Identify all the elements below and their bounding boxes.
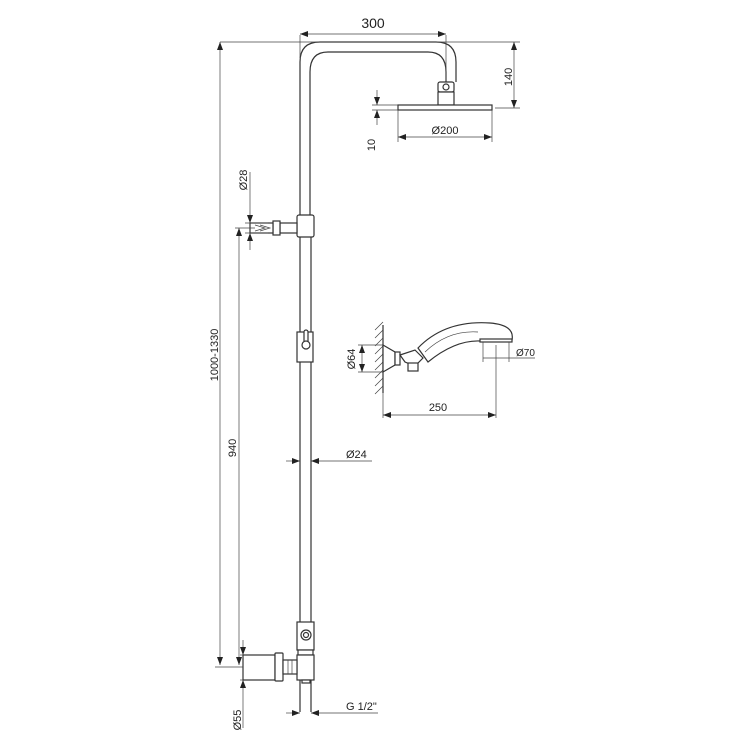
label-inlet-thread: G 1/2" (346, 701, 377, 713)
label-arm-reach: 300 (361, 15, 385, 31)
dimension-lines (215, 31, 535, 728)
shower-riser-pipe (299, 41, 457, 712)
label-wall-bracket-diameter: Ø28 (238, 170, 250, 191)
label-pipe-diameter: Ø24 (346, 449, 367, 461)
wall-inlet-connector (242, 652, 298, 682)
label-inlet-height: 940 (227, 439, 239, 457)
label-face-diameter: Ø70 (516, 348, 535, 359)
hand-shower (374, 321, 513, 395)
label-total-height: 1000-1330 (209, 329, 221, 382)
label-hand-shower-length: 250 (429, 402, 447, 414)
label-head-height: 140 (503, 68, 515, 86)
diverter-block (296, 621, 315, 684)
label-mixer-flange-diameter: Ø55 (232, 710, 244, 731)
slide-holder (296, 329, 314, 363)
label-holder-diameter: Ø64 (346, 349, 358, 370)
label-head-thickness: 10 (366, 139, 378, 151)
label-head-diameter: Ø200 (432, 125, 459, 137)
overhead-shower-head (397, 81, 493, 111)
wall-bracket-top (249, 214, 315, 238)
dimension-labels: 300 140 Ø200 10 Ø28 1000-1330 940 Ø24 Ø6… (209, 15, 535, 730)
